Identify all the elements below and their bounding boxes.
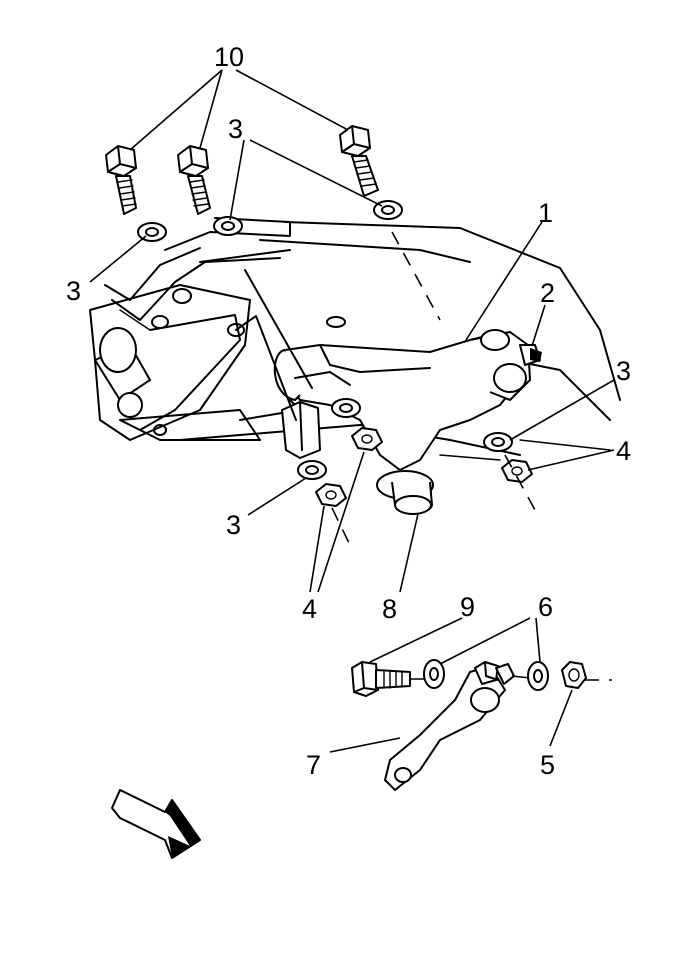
callout-3-top: 3: [228, 114, 243, 144]
callout-9: 9: [460, 592, 475, 622]
forward-arrow-icon: [111, 789, 201, 859]
callout-4-bottom: 4: [302, 594, 317, 624]
callout-4-right: 4: [616, 436, 631, 466]
bolt-middle: [177, 145, 211, 215]
pitman-washer-right: [527, 661, 549, 691]
leader-lines: [89, 69, 615, 753]
callout-7: 7: [306, 750, 321, 780]
alignment-lines: [331, 231, 612, 681]
pitman-washer-left: [423, 659, 445, 689]
callout-8: 8: [382, 594, 397, 624]
nut-lower-mid: [351, 427, 383, 451]
frame-bracket: [89, 217, 291, 441]
washer-middle: [213, 216, 243, 236]
callout-3-right: 3: [616, 356, 631, 386]
bolt-right: [339, 125, 379, 197]
steering-gear: [273, 329, 542, 515]
pitman-nut: [561, 661, 587, 689]
pitman-bolt: [351, 661, 440, 697]
washer-right: [483, 432, 513, 452]
washer-lower-mid: [331, 398, 361, 418]
callout-3-bottom: 3: [226, 510, 241, 540]
lower-bracket: [235, 269, 321, 459]
washer-lower-left: [297, 460, 327, 480]
pitman-arm: [384, 661, 531, 791]
callout-5: 5: [540, 750, 555, 780]
nut-right: [501, 459, 533, 483]
callout-1: 1: [538, 198, 553, 228]
bolt-left: [105, 145, 137, 215]
callout-3-left: 3: [66, 276, 81, 306]
nut-lower-left: [315, 483, 347, 507]
callout-6: 6: [538, 592, 553, 622]
callout-10: 10: [214, 42, 244, 72]
callout-2: 2: [540, 278, 555, 308]
